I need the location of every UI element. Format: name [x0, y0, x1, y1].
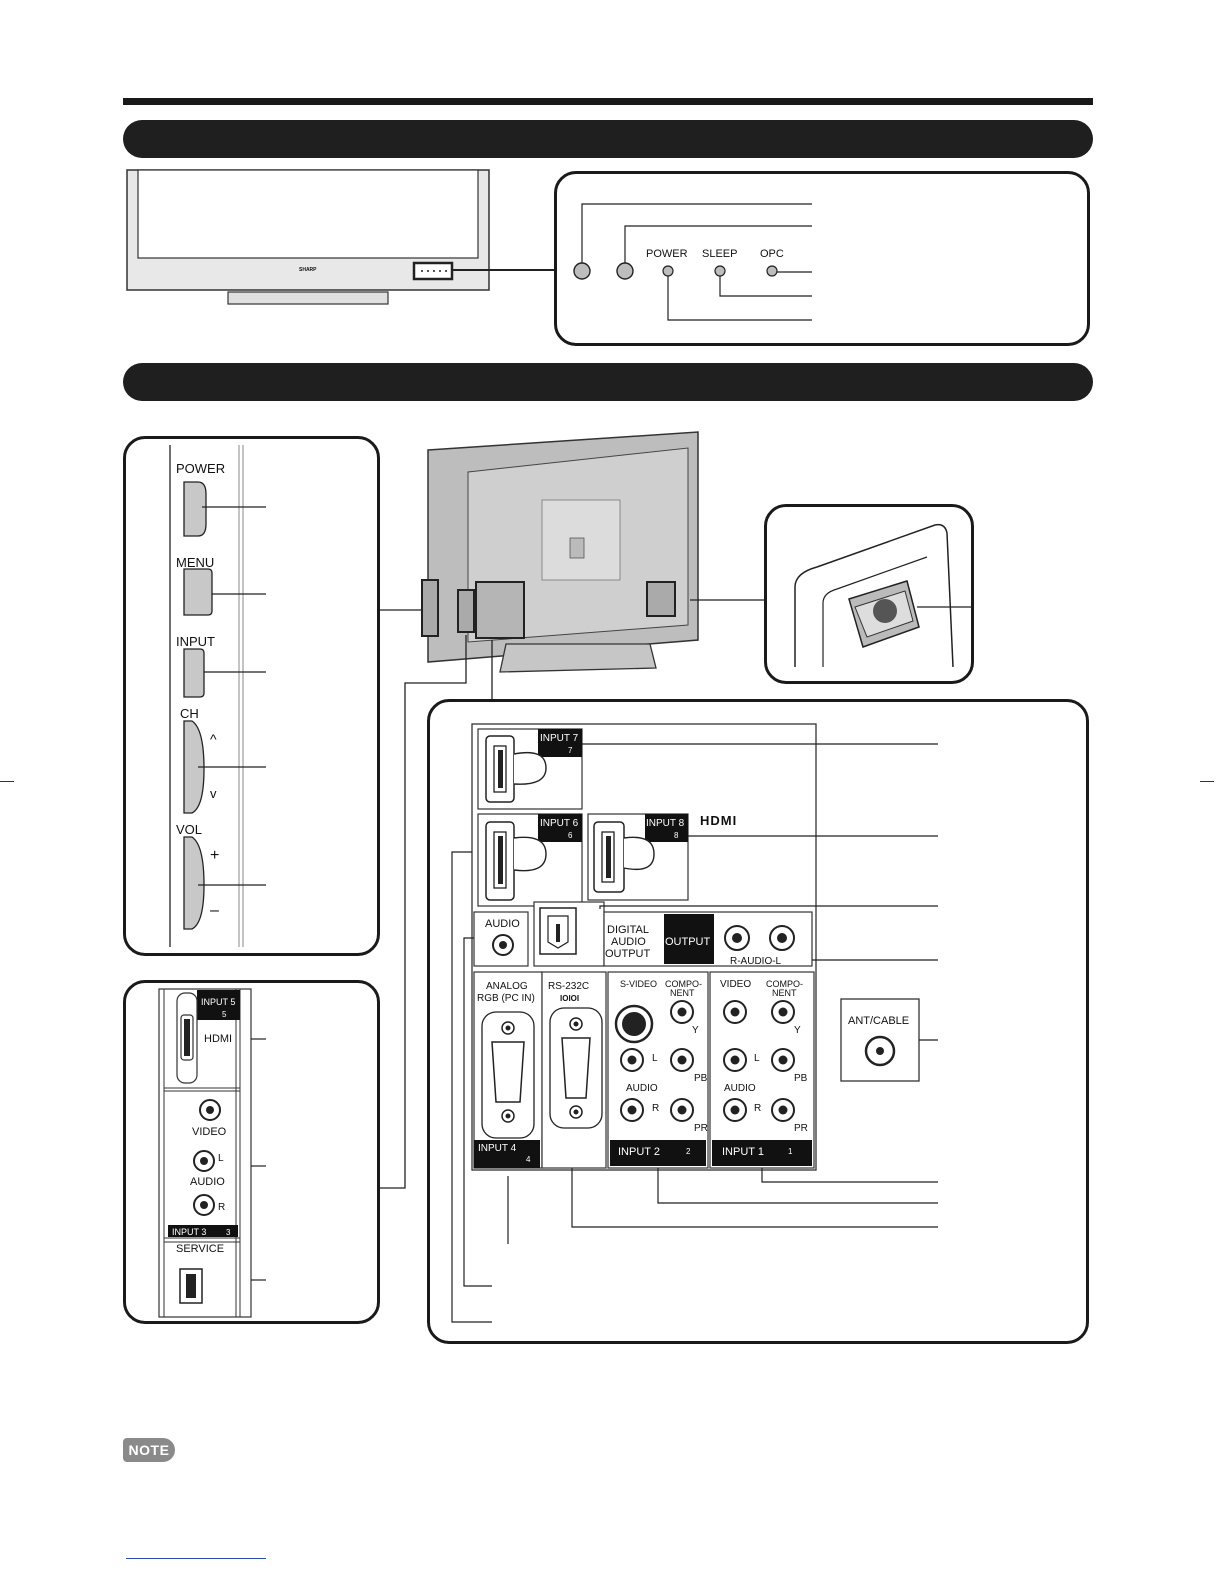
s-video-label: S-VIDEO	[620, 979, 658, 989]
vol-up-symbol: +	[210, 847, 220, 864]
input7-label: INPUT 7	[540, 733, 579, 744]
input1-y-label: Y	[794, 1025, 801, 1036]
analog-label: ANALOG	[486, 981, 528, 992]
side-audio-label: AUDIO	[190, 1176, 225, 1188]
input4-label: INPUT 4	[478, 1143, 517, 1154]
input2-number: 2	[686, 1147, 691, 1156]
input2-pb-label: PB	[694, 1073, 708, 1084]
ch-down-symbol: v	[210, 786, 217, 801]
front-panel-callout: POWER SLEEP OPC	[554, 171, 1090, 346]
footer-link-underline	[126, 1558, 266, 1559]
input2-pr-label: PR	[694, 1123, 708, 1134]
side-power-label: POWER	[176, 461, 226, 476]
input1-label: INPUT 1	[722, 1146, 764, 1158]
rs232c-label: RS-232C	[548, 981, 590, 992]
input2-component-line1: COMPO-	[665, 979, 702, 989]
ant-cable-label: ANT/CABLE	[848, 1015, 910, 1027]
section-header-rear	[123, 363, 1093, 401]
input2-component-line2: NENT	[670, 988, 695, 998]
input6-label: INPUT 6	[540, 818, 579, 829]
input3-label: INPUT 3	[172, 1227, 207, 1237]
digital-audio-line2: AUDIO	[611, 936, 646, 948]
input8-number: 8	[674, 831, 679, 840]
input1-component-line1: COMPO-	[766, 979, 803, 989]
rear-leader-lines	[380, 599, 766, 1189]
top-rule	[123, 98, 1093, 105]
vol-down-symbol: –	[210, 902, 219, 919]
power-indicator-label: POWER	[646, 248, 688, 260]
side-terminals-callout: INPUT 5 5 HDMI VIDEO L AUDIO R INPUT 3 3…	[123, 980, 380, 1324]
side-audio-l-label: L	[218, 1153, 224, 1164]
side-menu-label: MENU	[176, 555, 215, 570]
ac-input-callout	[764, 504, 974, 684]
side-input-label: INPUT	[176, 634, 215, 649]
input5-number: 5	[222, 1010, 227, 1019]
front-callout-line	[452, 269, 558, 271]
input2-r-label: R	[652, 1103, 660, 1114]
rs232c-symbol: IOIOI	[560, 994, 580, 1003]
input8-label: INPUT 8	[646, 818, 685, 829]
input7-number: 7	[568, 746, 573, 755]
input1-number: 1	[788, 1147, 793, 1156]
input1-video-label: VIDEO	[720, 979, 752, 990]
input1-audio-label: AUDIO	[724, 1083, 756, 1094]
brand-logo: SHARP	[299, 267, 317, 273]
digital-audio-line3: OUTPUT	[605, 948, 651, 960]
section-header-front	[123, 120, 1093, 158]
side-audio-r-label: R	[218, 1202, 226, 1213]
side-ch-label: CH	[180, 706, 199, 721]
ch-up-symbol: ^	[210, 731, 217, 747]
side-vol-label: VOL	[176, 822, 203, 837]
r-audio-l-label: R-AUDIO-L	[730, 956, 782, 967]
input1-l-label: L	[754, 1053, 760, 1064]
crop-mark-left	[0, 781, 14, 782]
sleep-indicator-label: SLEEP	[702, 248, 738, 260]
side-hdmi-label: HDMI	[204, 1033, 233, 1045]
input2-label: INPUT 2	[618, 1146, 660, 1158]
opc-indicator-label: OPC	[760, 248, 784, 260]
input6-number: 6	[568, 831, 573, 840]
input1-pr-label: PR	[794, 1123, 808, 1134]
input1-component-line2: NENT	[772, 988, 797, 998]
input3-number: 3	[226, 1228, 231, 1237]
input2-y-label: Y	[692, 1025, 699, 1036]
input1-r-label: R	[754, 1103, 762, 1114]
side-buttons-callout: POWER MENU INPUT CH VOL ^ v + –	[123, 436, 380, 956]
service-label: SERVICE	[176, 1243, 225, 1255]
input2-l-label: L	[652, 1053, 658, 1064]
input2-audio-label: AUDIO	[626, 1083, 658, 1094]
rear-terminals-callout: INPUT 7 7 INPUT 6 6 INPUT 8 8 HDMI AUDIO…	[427, 699, 1089, 1344]
rgb-pc-in-label: RGB (PC IN)	[477, 993, 535, 1004]
input1-pb-label: PB	[794, 1073, 808, 1084]
rear-audio-label: AUDIO	[485, 918, 520, 930]
crop-mark-right	[1200, 781, 1214, 782]
note-badge: NOTE	[123, 1438, 175, 1462]
input5-label: INPUT 5	[201, 997, 236, 1007]
tv-rear-view	[420, 430, 705, 680]
tv-front-view: SHARP	[124, 168, 492, 310]
hdmi-logo: HDMI	[700, 813, 738, 828]
side-video-label: VIDEO	[192, 1126, 227, 1138]
output-label: OUTPUT	[665, 936, 711, 948]
digital-audio-line1: DIGITAL	[607, 924, 649, 936]
input4-number: 4	[526, 1155, 531, 1164]
